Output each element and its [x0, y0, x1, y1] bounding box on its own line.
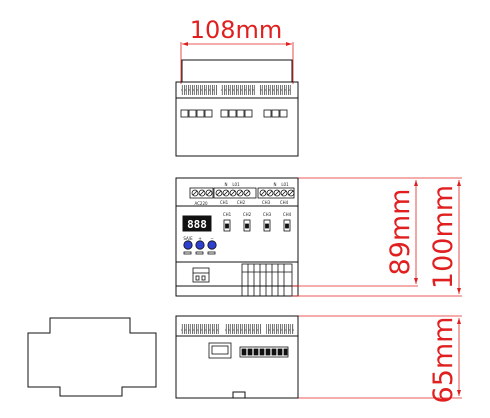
- bottom-connectors: [192, 263, 293, 297]
- set-button[interactable]: [183, 240, 193, 250]
- minus-button[interactable]: [207, 240, 217, 250]
- button-label-minus: −: [210, 236, 213, 241]
- terminal-pin-n-1: N: [225, 182, 228, 187]
- top-view: [175, 42, 299, 157]
- terminal-group-ch1: CH1: [220, 200, 229, 205]
- rj45-port: [208, 342, 232, 359]
- width-dimension: 108mm: [182, 16, 292, 46]
- display-value: 888: [187, 218, 207, 231]
- depth-dimension: 65mm: [428, 317, 461, 404]
- power-label: AC220: [194, 201, 208, 206]
- channel-switch-ch3[interactable]: [263, 219, 271, 232]
- terminal-pin-n-2: N: [274, 182, 277, 187]
- terminal-pin-l-2: L01: [281, 182, 289, 187]
- extension-lines: [292, 177, 462, 399]
- terminal-group-ch2: CH2: [237, 200, 246, 205]
- height-full-dimension: 100mm: [428, 180, 461, 294]
- channel-switch-ch1[interactable]: [223, 219, 231, 232]
- channel-label-ch2: CH2: [243, 212, 252, 217]
- terminal-pin-l-1: L01: [232, 182, 240, 187]
- channel-switch-ch4[interactable]: [283, 219, 291, 232]
- width-label: 108mm: [190, 16, 283, 44]
- plus-button[interactable]: [195, 240, 205, 250]
- channel-label-ch1: CH1: [223, 212, 232, 217]
- power-terminals: [189, 187, 214, 199]
- channel-switch-ch2[interactable]: [243, 219, 251, 232]
- height-full-label: 100mm: [428, 185, 459, 289]
- channel-terminals: [213, 187, 295, 199]
- terminal-group-ch3: CH3: [262, 200, 271, 205]
- height-body-label: 89mm: [385, 189, 416, 276]
- depth-label: 65mm: [428, 317, 459, 404]
- channel-label-ch4: CH4: [283, 212, 292, 217]
- led-display: [182, 215, 212, 232]
- bottom-terminal-strip: [239, 346, 289, 358]
- terminal-group-ch4: CH4: [280, 200, 289, 205]
- height-body-dimension: 89mm: [385, 180, 418, 284]
- button-label-set: SA/E: [183, 236, 193, 241]
- channel-label-ch3: CH3: [263, 212, 272, 217]
- side-view: [27, 317, 157, 397]
- bottom-view: [175, 315, 299, 399]
- button-label-plus: +: [198, 236, 201, 241]
- front-view: AC220 N L01 N L01 CH1 CH2 CH3 CH4: [175, 177, 299, 297]
